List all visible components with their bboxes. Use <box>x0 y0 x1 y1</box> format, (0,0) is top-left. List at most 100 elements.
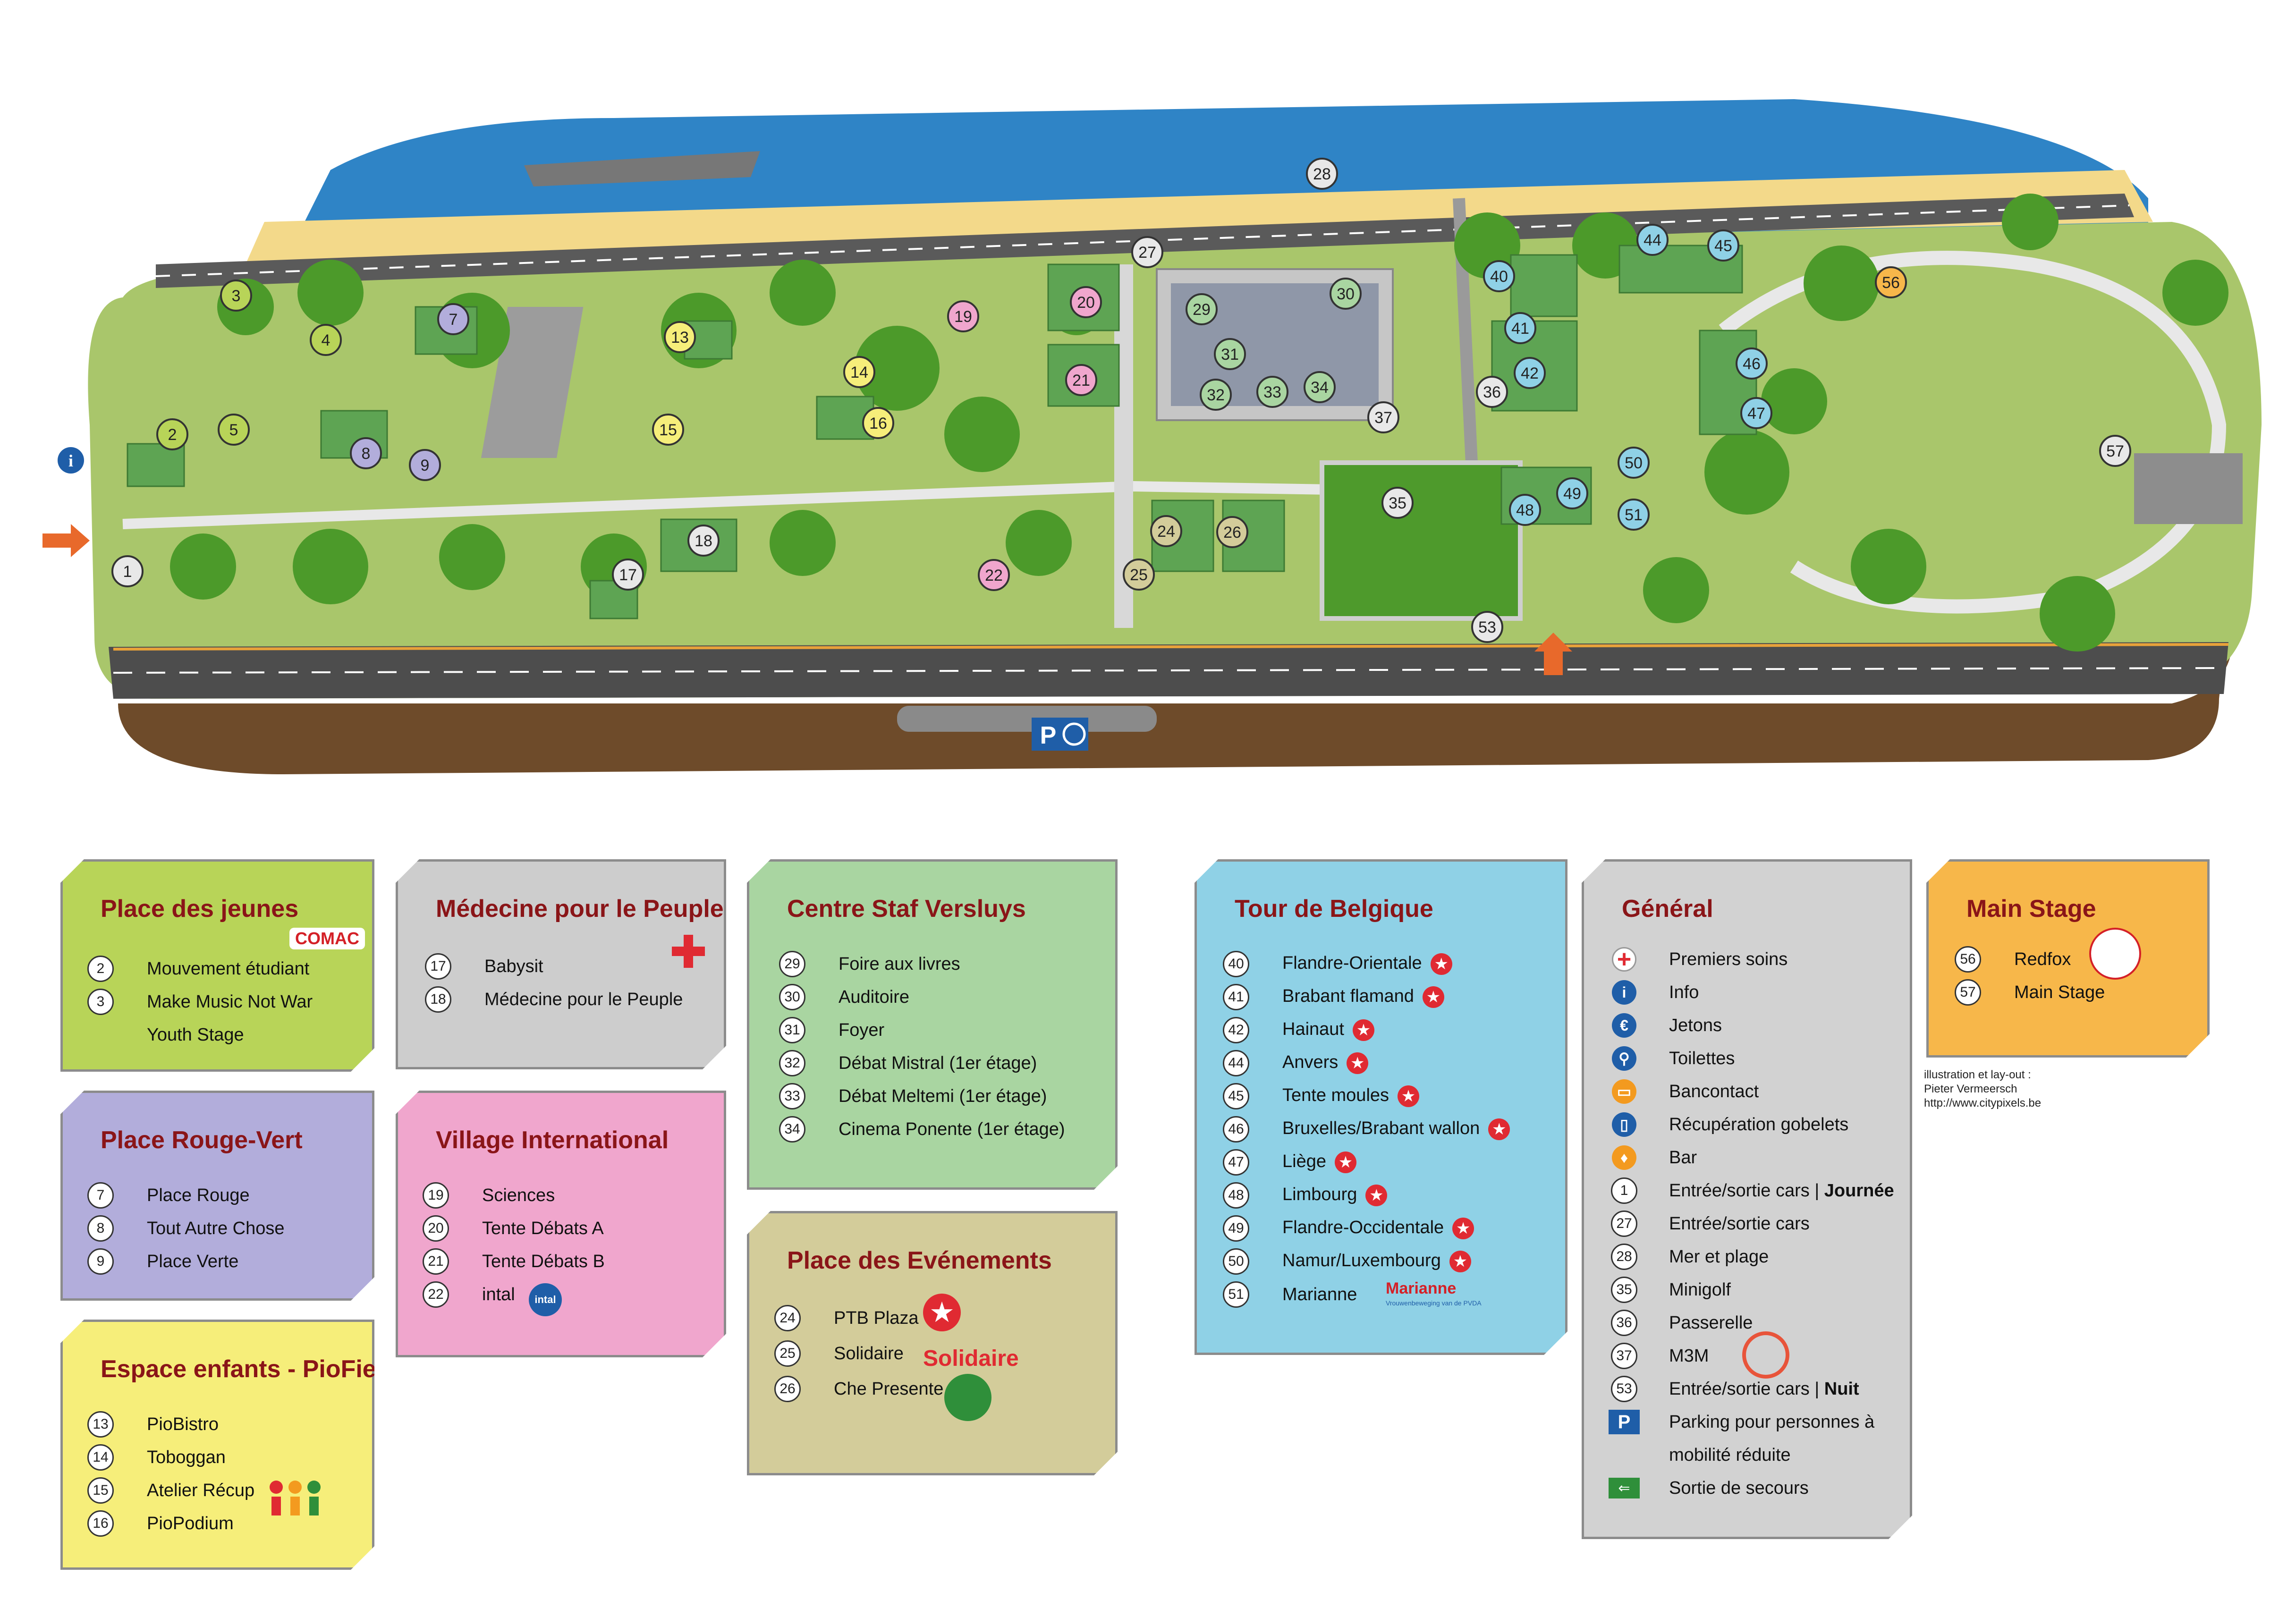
legend-number: 8 <box>87 1215 114 1242</box>
svg-text:48: 48 <box>1516 501 1534 519</box>
map-marker-18[interactable]: 18 <box>687 525 720 557</box>
legend-number: 44 <box>1223 1050 1249 1076</box>
map-marker-15[interactable]: 15 <box>652 414 684 446</box>
map-marker-49[interactable]: 49 <box>1556 477 1588 509</box>
map-marker-51[interactable]: 51 <box>1618 499 1650 531</box>
svg-text:44: 44 <box>1644 231 1661 249</box>
legend-label: Main Stage <box>2014 982 2105 1002</box>
svg-text:22: 22 <box>985 567 1003 584</box>
map-marker-13[interactable]: 13 <box>664 321 696 353</box>
map-marker-26[interactable]: 26 <box>1216 516 1248 548</box>
intal-logo: intal <box>529 1283 562 1316</box>
legend-label: PioBistro <box>147 1414 219 1434</box>
map-marker-3[interactable]: 3 <box>220 279 252 312</box>
ship <box>524 151 760 186</box>
legend-number: 1 <box>1611 1177 1637 1204</box>
card-title: Place des jeunes <box>101 895 299 923</box>
map-marker-45[interactable]: 45 <box>1707 229 1739 262</box>
cup-return-icon: ▯ <box>1608 1111 1641 1138</box>
card-title: Médecine pour le Peuple <box>436 895 724 923</box>
card-village-international: Village International <box>396 1091 726 1357</box>
entry-arrow-bottom <box>1534 633 1572 675</box>
card-title: Place Rouge-Vert <box>101 1126 303 1154</box>
map-marker-17[interactable]: 17 <box>612 559 644 591</box>
bar-icon: ♦ <box>1608 1144 1641 1171</box>
legend-label: Passerelle <box>1669 1312 1753 1333</box>
legend-number: 37 <box>1611 1343 1637 1369</box>
legend-number: 13 <box>87 1411 114 1438</box>
map-marker-25[interactable]: 25 <box>1123 559 1155 591</box>
map-marker-40[interactable]: 40 <box>1483 260 1515 292</box>
map-marker-9[interactable]: 9 <box>409 449 441 481</box>
map-marker-37[interactable]: 37 <box>1367 401 1399 433</box>
map-marker-48[interactable]: 48 <box>1509 494 1541 526</box>
svg-text:2: 2 <box>168 426 177 444</box>
map-marker-53[interactable]: 53 <box>1471 611 1503 643</box>
legend-number: 53 <box>1611 1376 1637 1402</box>
legend-label: Toboggan <box>147 1447 226 1467</box>
map-marker-29[interactable]: 29 <box>1186 293 1218 325</box>
map-marker-31[interactable]: 31 <box>1214 338 1246 370</box>
map-marker-33[interactable]: 33 <box>1256 376 1288 408</box>
legend-row: ⇐Sortie de secours <box>1608 1473 1809 1503</box>
map-marker-1[interactable]: 1 <box>111 555 144 587</box>
info-icon <box>58 447 84 474</box>
map-marker-24[interactable]: 24 <box>1150 515 1182 547</box>
map-marker-32[interactable]: 32 <box>1200 379 1232 411</box>
map-marker-5[interactable]: 5 <box>218 414 250 446</box>
map-marker-2[interactable]: 2 <box>156 418 188 450</box>
map-marker-44[interactable]: 44 <box>1636 224 1669 256</box>
map-marker-42[interactable]: 42 <box>1514 357 1546 389</box>
map-marker-36[interactable]: 36 <box>1476 376 1508 408</box>
map-marker-16[interactable]: 16 <box>862 407 894 439</box>
map-marker-27[interactable]: 27 <box>1131 236 1163 268</box>
legend-label: mobilité réduite <box>1669 1445 1791 1465</box>
map-marker-47[interactable]: 47 <box>1740 397 1772 429</box>
parking-sign-label: P <box>1040 722 1057 749</box>
map-marker-4[interactable]: 4 <box>310 324 342 356</box>
legend-row: ▯Récupération gobelets <box>1608 1109 1848 1140</box>
legend-number: 51 <box>1223 1281 1249 1308</box>
map-marker-7[interactable]: 7 <box>437 303 469 335</box>
legend-number: 30 <box>779 984 805 1010</box>
map-marker-21[interactable]: 21 <box>1065 364 1097 396</box>
legend-label: Bancontact <box>1669 1081 1759 1101</box>
map-marker-35[interactable]: 35 <box>1381 487 1414 519</box>
legend-number: 34 <box>779 1116 805 1143</box>
ptb-star-logo-icon: ★ <box>923 1294 961 1331</box>
map-marker-56[interactable]: 56 <box>1875 266 1907 298</box>
legend-label: Médecine pour le Peuple <box>484 989 683 1009</box>
svg-text:9: 9 <box>421 457 430 474</box>
legend-row: 13 PioBistro <box>87 1409 219 1439</box>
map-marker-57[interactable]: 57 <box>2099 435 2131 467</box>
map-marker-14[interactable]: 14 <box>843 356 875 388</box>
legend-label: Marianne <box>1282 1284 1357 1304</box>
svg-text:49: 49 <box>1563 485 1581 503</box>
map-marker-34[interactable]: 34 <box>1304 371 1336 403</box>
legend-number: 3 <box>87 989 114 1015</box>
card-title: Village International <box>436 1126 669 1154</box>
map-marker-20[interactable]: 20 <box>1070 286 1102 318</box>
ptb-star-icon: ★ <box>1488 1118 1510 1140</box>
svg-text:1: 1 <box>123 563 132 581</box>
credit-line-1: illustration et lay-out : <box>1924 1068 2031 1081</box>
legend-label: Limbourg★ <box>1282 1185 1388 1206</box>
credit-line-3[interactable]: http://www.citypixels.be <box>1924 1097 2042 1109</box>
map-marker-46[interactable]: 46 <box>1736 347 1768 380</box>
map-marker-8[interactable]: 8 <box>350 437 382 469</box>
map-marker-28[interactable]: 28 <box>1306 158 1338 190</box>
map-marker-41[interactable]: 41 <box>1504 312 1536 344</box>
map-marker-50[interactable]: 50 <box>1618 447 1650 479</box>
legend-label: Mouvement étudiant <box>147 958 310 979</box>
svg-text:24: 24 <box>1157 523 1175 541</box>
map-marker-19[interactable]: 19 <box>947 300 979 332</box>
map-marker-30[interactable]: 30 <box>1330 278 1362 310</box>
map-marker-22[interactable]: 22 <box>978 559 1010 591</box>
